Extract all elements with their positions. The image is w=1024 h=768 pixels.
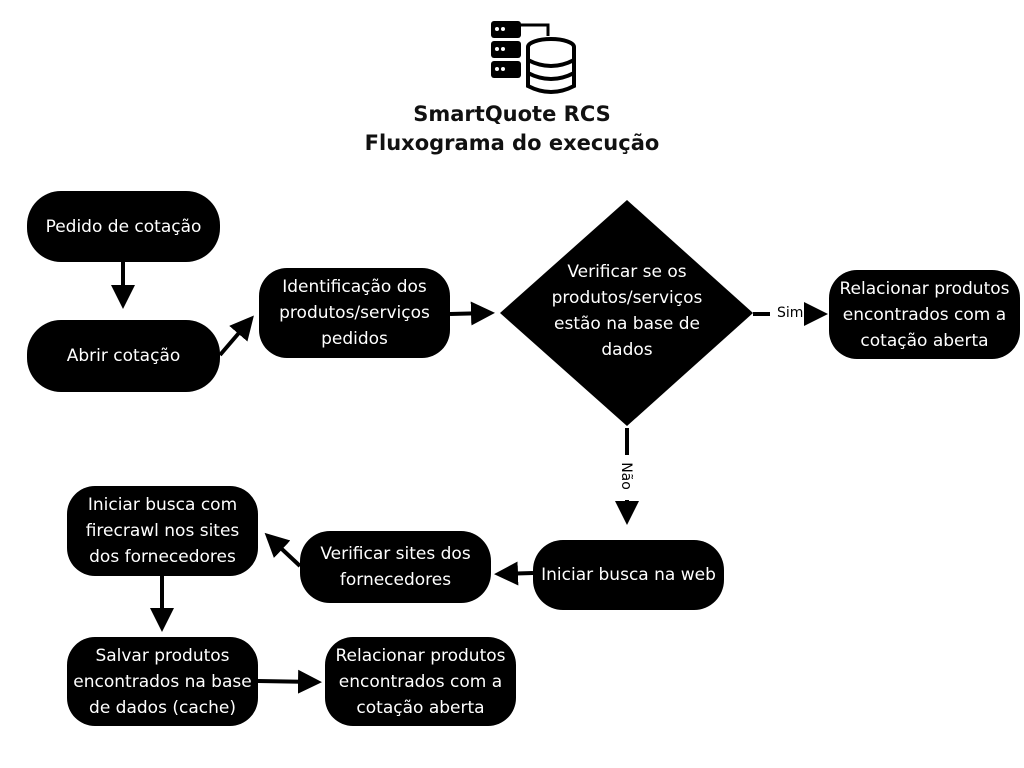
edge-label-sim: Sim (777, 305, 804, 321)
decision-label-line: estão na base de (554, 314, 700, 334)
node-label-line: produtos/serviços (279, 303, 430, 323)
node-relacionar-top: Relacionar produtos encontrados com a co… (829, 270, 1020, 359)
node-label-line: fornecedores (339, 570, 452, 590)
node-label-line: Salvar produtos (95, 645, 230, 666)
node-iniciar-busca-web: Iniciar busca na web (533, 540, 724, 610)
node-salvar-produtos: Salvar produtos encontrados na base de d… (67, 637, 258, 726)
node-relacionar-bottom: Relacionar produtos encontrados com a co… (325, 637, 516, 726)
node-label-line: encontrados com a (842, 304, 1007, 325)
decision-label-line: Verificar se os (567, 262, 687, 282)
decision-label-line: produtos/serviços (551, 288, 703, 308)
node-label-line: Verificar sites dos (320, 544, 471, 564)
node-label-line: dos fornecedores (89, 547, 236, 567)
node-label-line: pedidos (321, 329, 388, 349)
page-title: SmartQuote RCS Fluxograma do execução (0, 100, 1024, 158)
server-database-icon (491, 21, 576, 94)
edge-sites-firecrawl (264, 532, 302, 568)
title-line-2: Fluxograma do execução (364, 131, 660, 155)
node-verificar-sites: Verificar sites dos fornecedores (300, 531, 491, 603)
node-label-line: cotação aberta (356, 697, 485, 718)
node-label-line: encontrados na base (73, 671, 252, 692)
node-iniciar-firecrawl: Iniciar busca com firecrawl nos sites do… (67, 486, 258, 576)
node-label-line: Relacionar produtos (335, 645, 506, 666)
decision-label-line: dados (601, 340, 653, 360)
edge-identificacao-verificar (449, 301, 495, 326)
node-identificacao: Identificação dos produtos/serviços pedi… (259, 268, 450, 358)
node-pedido-de-cotacao: Pedido de cotação (27, 191, 220, 262)
decision-label: Verificar se os produtos/serviços estão … (527, 259, 727, 363)
node-label: Pedido de cotação (45, 216, 202, 237)
node-label-line: Identificação dos (282, 277, 427, 297)
edge-salvar-relacionar (257, 669, 322, 694)
node-label-line: Relacionar produtos (839, 278, 1010, 299)
node-label-line: Iniciar busca com (87, 495, 238, 515)
node-label-line: de dados (cache) (89, 697, 236, 718)
title-line-1: SmartQuote RCS (413, 102, 611, 126)
node-abrir-cotacao: Abrir cotação (27, 320, 220, 392)
node-label-line: firecrawl nos sites (85, 521, 240, 541)
edge-label-nao: Não (617, 462, 634, 490)
edge-web-sites (494, 561, 534, 586)
node-label-line: cotação aberta (860, 330, 989, 351)
node-label: Abrir cotação (66, 346, 181, 366)
edge-abrir-identificacao (218, 315, 254, 357)
node-label: Iniciar busca na web (541, 565, 716, 585)
node-label-line: encontrados com a (338, 671, 503, 692)
decision-diamond (500, 200, 753, 426)
